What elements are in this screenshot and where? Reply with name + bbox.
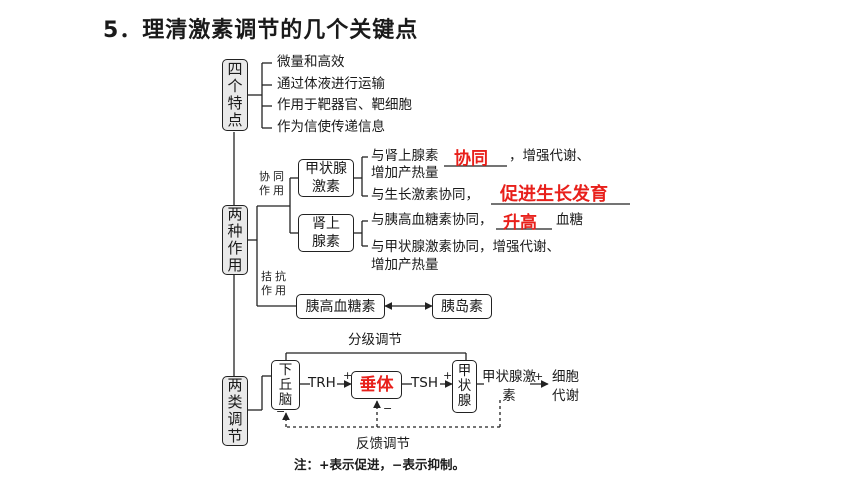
thyroid-gland-box: 甲状腺	[452, 360, 477, 413]
thyroid-line-1-prefix: 与肾上腺素	[371, 148, 439, 164]
feature-item: 微量和高效	[277, 54, 345, 70]
hypothalamus-box: 下丘脑	[271, 360, 300, 410]
feedback-regulation-label: 反馈调节	[356, 436, 410, 452]
tsh-plus-sign: +	[443, 369, 453, 382]
adrenaline-box-text: 肾上腺素	[312, 216, 340, 250]
thyroid-gland-text: 甲状腺	[457, 363, 472, 409]
pituitary-minus-sign: −	[383, 402, 393, 415]
pituitary-box: 垂体	[351, 371, 402, 399]
two-regulations-label: 两类调节	[222, 376, 248, 446]
thyroid-hormone-label-text: 甲状腺激素	[482, 369, 536, 404]
feature-item: 作用于靶器官、靶细胞	[277, 97, 412, 113]
thyroid-hormone-box-text: 甲状腺激素	[305, 161, 347, 195]
four-features-label: 四个特点	[222, 59, 248, 131]
thyroid-hormone-label: 甲状腺激素	[482, 368, 536, 406]
adrenaline-box: 肾上腺素	[298, 214, 354, 252]
glucagon-box: 胰高血糖素	[296, 294, 385, 319]
thyroid-line-2: 增加产热量	[371, 165, 439, 181]
thyroid-line-1-suffix: ，增强代谢、	[509, 148, 590, 164]
antagonism-label: 拮抗作用	[261, 270, 289, 298]
cell-metabolism-text: 细胞代谢	[552, 369, 579, 404]
feature-item: 作为信使传递信息	[277, 119, 385, 135]
tsh-label: TSH	[411, 375, 438, 391]
answer-raise: 升高	[503, 213, 537, 233]
hormone-plus-sign: +	[534, 370, 544, 383]
thyroid-line-3-prefix: 与生长激素协同，	[371, 187, 479, 203]
hypothalamus-text: 下丘脑	[278, 361, 293, 408]
insulin-box: 胰岛素	[432, 294, 492, 319]
synergy-label-text: 协同作用	[259, 170, 287, 197]
adrenaline-line-1-prefix: 与胰高血糖素协同，	[371, 212, 493, 228]
trh-plus-sign: +	[343, 369, 353, 382]
answer-promote-growth: 促进生长发育	[500, 184, 608, 205]
cell-metabolism-label: 细胞代谢	[552, 368, 582, 406]
adrenaline-line-1-suffix: 血糖	[556, 212, 583, 228]
trh-label: TRH	[308, 375, 336, 391]
antagonism-label-text: 拮抗作用	[261, 270, 289, 297]
answer-pituitary: 垂体	[359, 375, 394, 395]
thyroid-hormone-box: 甲状腺激素	[298, 159, 354, 197]
adrenaline-line-2: 与甲状腺激素协同，增强代谢、	[371, 239, 560, 255]
two-interactions-label: 两种作用	[222, 205, 248, 275]
answer-synergy: 协同	[454, 149, 488, 169]
page-title: 5．理清激素调节的几个关键点	[103, 18, 419, 43]
synergy-label: 协同作用	[259, 170, 287, 198]
feedback-minus-sign: −	[276, 405, 286, 418]
adrenaline-line-3: 增加产热量	[371, 257, 439, 273]
graded-regulation-label: 分级调节	[348, 332, 402, 348]
feature-item: 通过体液进行运输	[277, 76, 385, 92]
legend-note: 注：+表示促进，−表示抑制。	[294, 457, 465, 472]
